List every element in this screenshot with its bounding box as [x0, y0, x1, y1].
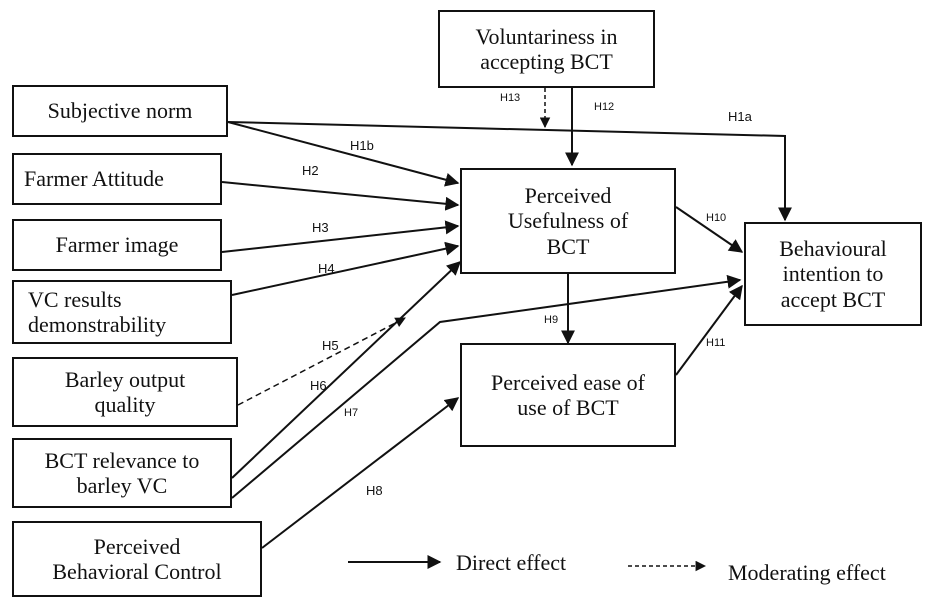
arrow-h7 — [231, 274, 742, 499]
arrow-h2 — [221, 181, 460, 211]
legend-moderating-label: Moderating effect — [728, 560, 886, 585]
label-h9: H9 — [544, 314, 558, 326]
box-bct-relevance: BCT relevance to barley VC — [12, 438, 232, 508]
box-perceived-behavioral-control: Perceived Behavioral Control — [12, 521, 262, 597]
box-voluntariness: Voluntariness in accepting BCT — [438, 10, 655, 88]
label-h11: H11 — [706, 337, 725, 349]
box-farmer-image: Farmer image — [12, 219, 222, 271]
label-h5: H5 — [322, 338, 339, 353]
arrow-h3 — [221, 220, 460, 253]
arrow-h11 — [675, 284, 743, 376]
label-h4: H4 — [318, 261, 335, 276]
label-h8: H8 — [366, 483, 383, 498]
box-perceived-usefulness: Perceived Usefulness of BCT — [460, 168, 676, 274]
legend-direct-label: Direct effect — [456, 550, 567, 575]
box-farmer-attitude: Farmer Attitude — [12, 153, 222, 205]
label-h2: H2 — [302, 163, 319, 178]
label-h3: H3 — [312, 220, 329, 235]
box-perceived-ease: Perceived ease of use of BCT — [460, 343, 676, 447]
box-vc-results: VC results demonstrability — [12, 280, 232, 344]
box-subjective-norm: Subjective norm — [12, 85, 228, 137]
arrow-h6 — [231, 261, 462, 479]
arrow-h1a — [227, 121, 792, 222]
arrow-h4 — [231, 241, 460, 296]
label-h10: H10 — [706, 212, 726, 224]
arrow-h8 — [261, 397, 460, 549]
label-h13: H13 — [500, 92, 520, 104]
arrow-h5 — [237, 317, 406, 406]
box-behavioural-intention: Behavioural intention to accept BCT — [744, 222, 922, 326]
label-h6: H6 — [310, 378, 327, 393]
label-h12: H12 — [594, 101, 614, 113]
label-h7: H7 — [344, 407, 358, 419]
label-h1b: H1b — [350, 138, 374, 153]
box-barley-output: Barley output quality — [12, 357, 238, 427]
label-h1a: H1a — [728, 109, 753, 124]
arrow-h10 — [675, 206, 744, 253]
arrow-h1b — [227, 121, 460, 187]
